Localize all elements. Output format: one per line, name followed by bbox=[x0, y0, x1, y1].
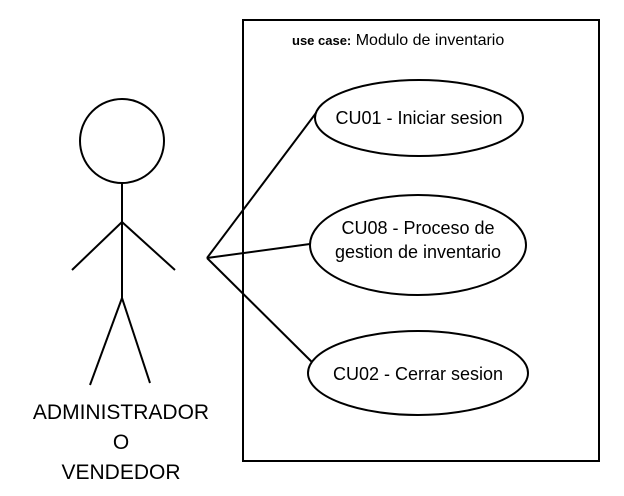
actor-head bbox=[79, 98, 165, 184]
association-cu01 bbox=[206, 108, 320, 259]
use-case-cu02-label: CU02 - Cerrar sesion bbox=[332, 364, 504, 384]
use-case-cu02 bbox=[307, 330, 529, 416]
system-title: use case: Modulo de inventario bbox=[292, 32, 504, 50]
association-cu08 bbox=[206, 243, 311, 259]
actor-left-leg bbox=[89, 297, 123, 386]
system-keyword: use case: bbox=[292, 33, 352, 48]
system-name: Modulo de inventario bbox=[355, 32, 505, 49]
association-cu02 bbox=[206, 257, 323, 373]
use-case-cu01-label: CU01 - Iniciar sesion bbox=[335, 108, 503, 128]
actor-left-arm bbox=[71, 221, 123, 271]
actor-right-leg bbox=[121, 297, 151, 384]
use-case-cu08 bbox=[309, 194, 527, 296]
use-case-cu08-label: CU08 - Proceso de gestion de inventario bbox=[334, 218, 502, 262]
actor-right-arm bbox=[121, 221, 176, 271]
use-case-cu01 bbox=[314, 79, 524, 157]
actor-figure bbox=[71, 98, 176, 386]
system-boundary bbox=[242, 19, 600, 462]
actor-name: ADMINISTRADOR O VENDEDOR bbox=[32, 401, 210, 484]
